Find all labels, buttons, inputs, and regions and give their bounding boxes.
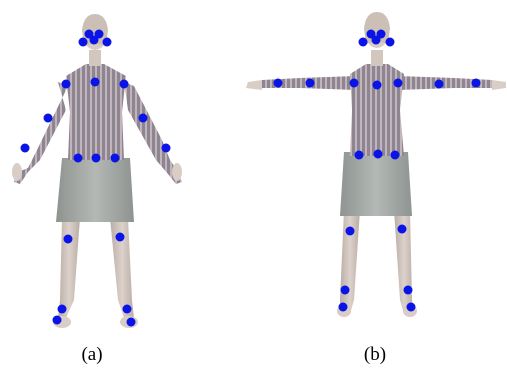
keypoint bbox=[162, 144, 171, 153]
keypoint bbox=[91, 78, 100, 87]
leg-left-b bbox=[340, 210, 360, 314]
neck-b bbox=[371, 50, 383, 66]
neck-a bbox=[89, 50, 101, 66]
keypoint bbox=[123, 305, 132, 314]
shirt-b bbox=[350, 64, 404, 156]
leg-left-a bbox=[58, 218, 80, 318]
keypoint bbox=[74, 154, 83, 163]
keypoint bbox=[394, 79, 403, 88]
keypoint bbox=[120, 80, 129, 89]
keypoint bbox=[398, 225, 407, 234]
keypoint bbox=[339, 303, 348, 312]
keypoint bbox=[64, 235, 73, 244]
keypoint bbox=[62, 80, 71, 89]
keypoint bbox=[111, 154, 120, 163]
caption-b: (b) bbox=[345, 344, 405, 366]
keypoint bbox=[306, 79, 315, 88]
keypoint bbox=[274, 79, 283, 88]
hand-right-b bbox=[492, 80, 506, 90]
keypoint bbox=[386, 38, 395, 47]
hand-left-b bbox=[246, 80, 262, 90]
keypoint bbox=[373, 81, 382, 90]
keypoint bbox=[127, 318, 136, 327]
caption-a: (a) bbox=[62, 344, 122, 366]
skirt-b bbox=[340, 152, 412, 216]
body-a bbox=[12, 14, 182, 328]
keypoint bbox=[404, 286, 413, 295]
keypoint bbox=[341, 286, 350, 295]
keypoint bbox=[90, 36, 99, 45]
figure-a bbox=[12, 14, 182, 328]
body-b bbox=[246, 12, 506, 317]
keypoint bbox=[116, 233, 125, 242]
keypoint bbox=[79, 38, 88, 47]
keypoint bbox=[372, 36, 381, 45]
skirt-a bbox=[56, 158, 134, 222]
keypoint bbox=[139, 114, 148, 123]
keypoint bbox=[58, 305, 67, 314]
keypoint bbox=[53, 316, 62, 325]
keypoint bbox=[92, 154, 101, 163]
keypoint bbox=[21, 144, 30, 153]
arm-left-a bbox=[14, 82, 68, 184]
keypoint bbox=[350, 79, 359, 88]
keypoint bbox=[435, 80, 444, 89]
keypoint bbox=[407, 303, 416, 312]
keypoint bbox=[346, 227, 355, 236]
hand-left-a bbox=[12, 163, 22, 181]
keypoint bbox=[355, 151, 364, 160]
keypoint bbox=[374, 150, 383, 159]
keypoint bbox=[44, 114, 53, 123]
keypoint bbox=[391, 151, 400, 160]
keypoint bbox=[472, 79, 481, 88]
keypoint bbox=[103, 38, 112, 47]
hand-right-a bbox=[172, 163, 182, 181]
keypoint bbox=[359, 38, 368, 47]
figure-b bbox=[246, 12, 506, 317]
